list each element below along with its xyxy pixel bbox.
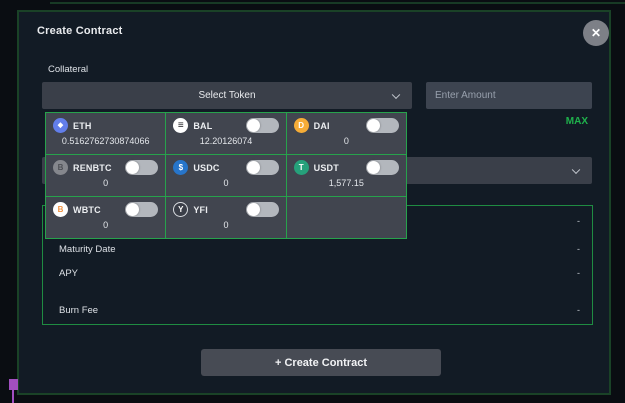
detail-row: - [59, 214, 580, 228]
token-option-eth[interactable]: ◆ ETH 0.5162762730874066 [46, 113, 166, 154]
toggle-usdt[interactable] [366, 160, 399, 175]
token-select-dropdown[interactable]: Select Token [42, 82, 412, 109]
token-option-yfi[interactable]: Y YFI 0 [166, 197, 286, 238]
bal-token-icon: ≡ [173, 118, 189, 133]
cursor-marker [9, 379, 18, 403]
toggle-knob [246, 161, 260, 174]
token-option-bal[interactable]: ≡ BAL 12.20126074 [166, 113, 286, 154]
detail-row-maturity-date: Maturity Date - [59, 242, 580, 256]
collateral-label: Collateral [48, 64, 89, 75]
usdc-token-icon: $ [173, 160, 189, 175]
token-symbol: USDC [193, 162, 220, 173]
token-symbol: WBTC [73, 204, 101, 215]
token-select-value: Select Token [198, 90, 256, 101]
token-balance: 0 [223, 178, 229, 188]
token-option-wbtc[interactable]: B WBTC 0 [46, 197, 166, 238]
toggle-knob [367, 119, 380, 132]
detail-label: APY [59, 267, 79, 279]
detail-value: - [577, 268, 580, 278]
dai-token-icon: D [293, 118, 309, 133]
token-balance: 1,577.15 [328, 178, 364, 188]
detail-row-apy: APY - [59, 266, 580, 280]
token-symbol: BAL [193, 120, 213, 131]
toggle-bal[interactable] [245, 118, 279, 133]
detail-row-burn-fee: Burn Fee - [59, 303, 580, 317]
token-dropdown-grid: ◆ ETH 0.5162762730874066 ≡ BAL 12.201260… [45, 112, 407, 239]
token-option-usdt[interactable]: T USDT 1,577.15 [286, 155, 406, 196]
toggle-knob [367, 161, 380, 174]
renbtc-token-icon: B [53, 160, 68, 175]
detail-value: - [577, 216, 580, 226]
token-option-usdc[interactable]: $ USDC 0 [166, 155, 286, 196]
usdt-token-icon: T [293, 160, 309, 175]
create-contract-modal: Create Contract ✕ Collateral Select Toke… [17, 10, 611, 395]
token-balance: 0 [223, 220, 229, 230]
token-symbol: ETH [73, 120, 92, 131]
token-symbol: RENBTC [73, 162, 112, 173]
toggle-knob [126, 161, 140, 174]
toggle-usdc[interactable] [245, 160, 279, 175]
detail-value: - [577, 305, 580, 315]
token-symbol: DAI [313, 120, 330, 131]
token-option-dai[interactable]: D DAI 0 [286, 113, 406, 154]
detail-label: Burn Fee [59, 304, 99, 316]
cursor-marker-stem [12, 390, 14, 403]
toggle-knob [126, 203, 140, 216]
toggle-renbtc[interactable] [125, 160, 159, 175]
toggle-wbtc[interactable] [125, 202, 159, 217]
chevron-down-icon [571, 165, 581, 174]
eth-token-icon: ◆ [53, 118, 68, 133]
cursor-marker-head [9, 379, 18, 390]
create-contract-button[interactable]: + Create Contract [201, 349, 441, 376]
close-button[interactable]: ✕ [583, 20, 609, 46]
amount-input[interactable] [426, 82, 592, 109]
token-balance: 0 [103, 220, 109, 230]
chevron-down-icon [391, 90, 401, 99]
token-option-empty [286, 197, 406, 238]
toggle-dai[interactable] [366, 118, 399, 133]
token-balance: 0.5162762730874066 [61, 136, 150, 146]
wbtc-token-icon: B [53, 202, 68, 217]
toggle-knob [246, 119, 260, 132]
token-balance: 0 [103, 178, 109, 188]
token-symbol: USDT [313, 162, 339, 173]
toggle-yfi[interactable] [245, 202, 279, 217]
toggle-knob [246, 203, 260, 216]
close-icon: ✕ [590, 26, 602, 40]
token-symbol: YFI [193, 204, 208, 215]
detail-label: Maturity Date [59, 243, 116, 255]
detail-value: - [577, 244, 580, 254]
token-option-renbtc[interactable]: B RENBTC 0 [46, 155, 166, 196]
max-button[interactable]: MAX [565, 116, 588, 127]
token-balance: 0 [343, 136, 349, 146]
modal-title: Create Contract [37, 25, 123, 37]
token-balance: 12.20126074 [199, 136, 253, 146]
yfi-token-icon: Y [173, 202, 189, 217]
background-top-edge [50, 2, 625, 4]
